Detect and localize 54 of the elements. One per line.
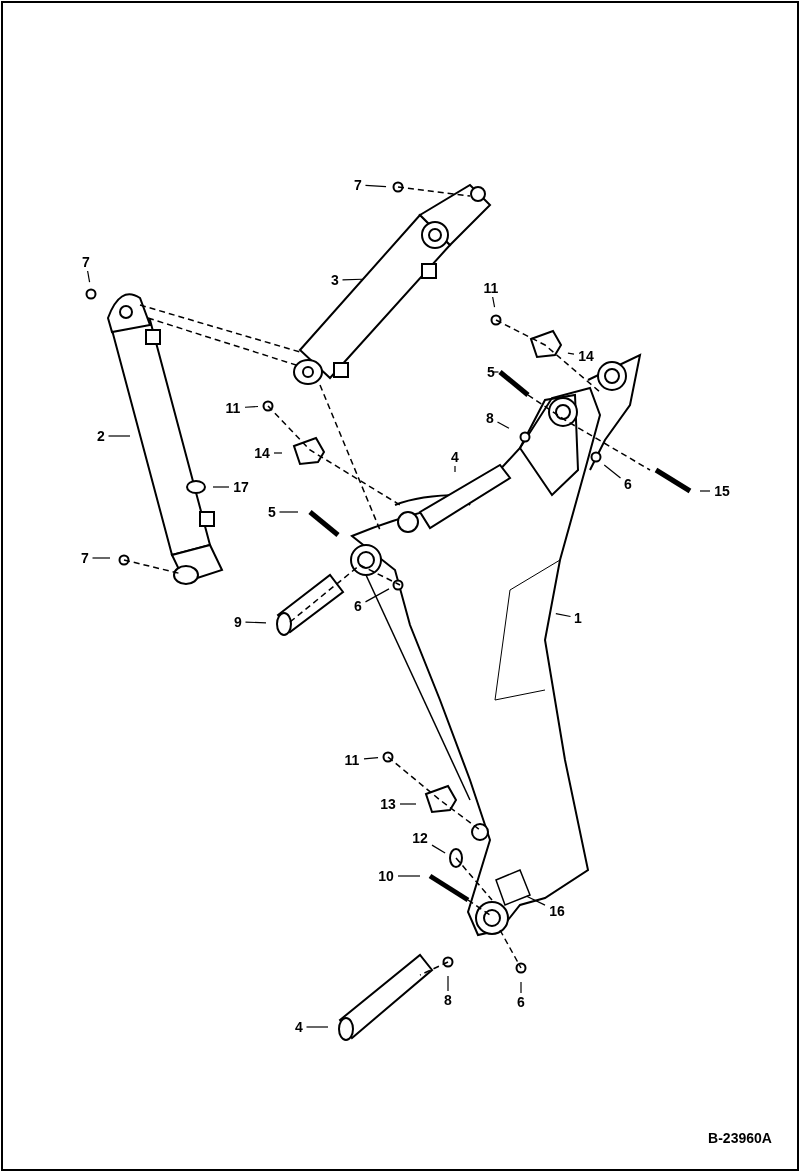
leader-line xyxy=(492,296,496,308)
leader-line xyxy=(244,621,267,624)
callout-number: 3 xyxy=(331,272,339,288)
callout-number: 11 xyxy=(225,400,241,416)
leader-line xyxy=(397,875,421,877)
leader-line xyxy=(364,184,387,188)
leader-line xyxy=(341,278,363,281)
leader-line xyxy=(107,435,131,437)
callout-number: 14 xyxy=(578,348,594,364)
callout-number: 11 xyxy=(483,280,499,296)
leader-line xyxy=(520,981,522,994)
leader-line xyxy=(496,421,510,429)
callout-number: 7 xyxy=(354,177,362,193)
leader-line xyxy=(567,352,575,355)
callout-number: 14 xyxy=(254,445,270,461)
leader-line xyxy=(454,465,456,473)
callout-number: 13 xyxy=(380,796,396,812)
callout-number: 7 xyxy=(81,550,89,566)
leader-line xyxy=(273,452,283,454)
leader-line xyxy=(364,588,390,603)
callout-number: 6 xyxy=(517,994,525,1010)
callout-number: 9 xyxy=(234,614,242,630)
drawing-number: B-23960A xyxy=(708,1130,772,1146)
leader-line xyxy=(699,490,711,492)
callout-number: 1 xyxy=(574,610,582,626)
callout-number: 8 xyxy=(486,410,494,426)
leader-line xyxy=(212,486,230,488)
callout-number: 4 xyxy=(451,449,459,465)
leader-line xyxy=(555,612,572,618)
callout-number: 6 xyxy=(624,476,632,492)
callout-number: 2 xyxy=(97,428,105,444)
callout-number: 16 xyxy=(549,903,565,919)
leader-line xyxy=(603,464,622,479)
callout-number: 5 xyxy=(487,364,495,380)
callout-number: 7 xyxy=(82,254,90,270)
leader-line xyxy=(244,405,259,408)
leader-line xyxy=(278,511,299,513)
leader-line xyxy=(363,757,379,760)
leader-line xyxy=(305,1026,329,1028)
callout-number: 8 xyxy=(444,992,452,1008)
leader-line xyxy=(526,895,546,906)
callout-number: 12 xyxy=(412,830,428,846)
callout-number: 4 xyxy=(295,1019,303,1035)
callout-number: 11 xyxy=(344,752,360,768)
leader-line xyxy=(91,557,111,559)
leader-line xyxy=(431,844,446,854)
leader-line xyxy=(399,803,417,805)
callout-number: 6 xyxy=(354,598,362,614)
leader-line xyxy=(447,975,449,992)
callout-number: 10 xyxy=(378,868,394,884)
callout-number: 17 xyxy=(233,479,249,495)
leader-line xyxy=(87,270,91,283)
callout-number: 15 xyxy=(714,483,730,499)
callout-number: 5 xyxy=(268,504,276,520)
